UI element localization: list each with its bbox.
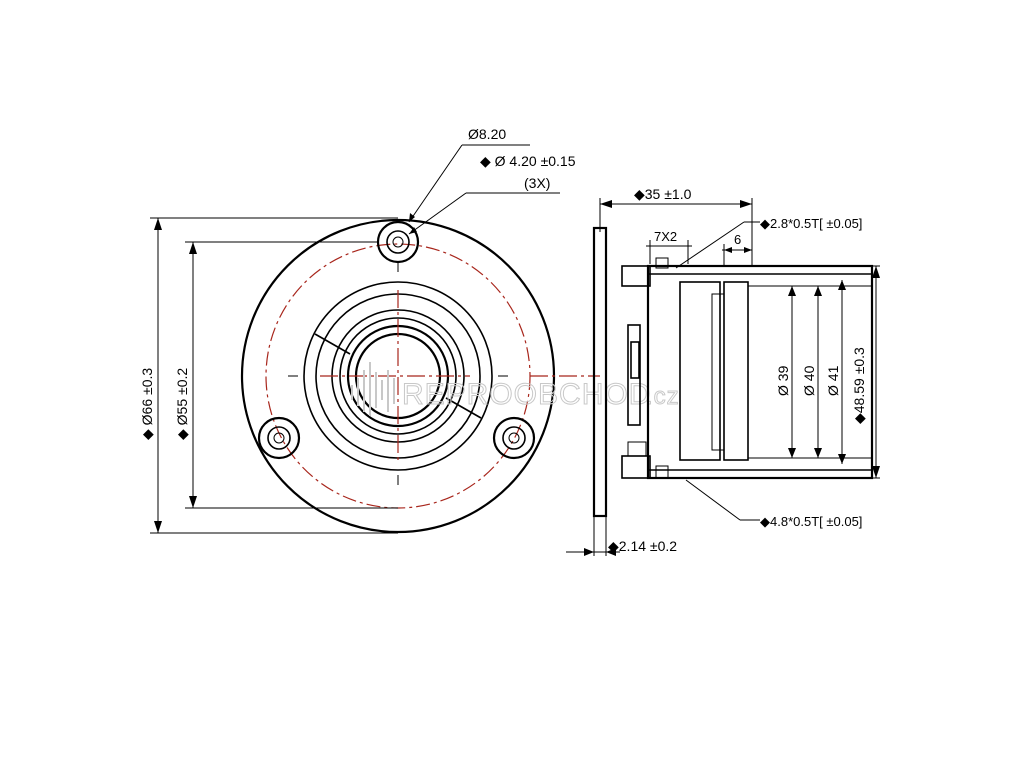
side-body bbox=[646, 264, 874, 480]
watermark-text: REPROOBCHOD bbox=[402, 378, 651, 411]
ring-4 bbox=[339, 317, 457, 435]
terminal-top-label: ◆2.8*0.5T[ ±0.05] bbox=[760, 216, 862, 231]
bolt-circle-diameter-label: ◆ Ø55 ±0.2 bbox=[174, 368, 190, 440]
terminal-bottom-label: ◆4.8*0.5T[ ±0.05] bbox=[760, 514, 862, 529]
mount-hole-left bbox=[257, 416, 301, 460]
dia-39-label: Ø 39 bbox=[775, 365, 791, 396]
side-view: ◆35 ±1.0 ◆2.8*0.5T[ ±0.05] 7X2 6 ◆4.8*0.… bbox=[566, 186, 880, 556]
bolt-hole-diameter-label: Ø8.20 bbox=[468, 126, 506, 142]
dia-41-label: Ø 41 bbox=[825, 365, 841, 396]
depth-label: ◆35 ±1.0 bbox=[634, 186, 692, 202]
mount-hole-right bbox=[492, 416, 536, 460]
outer-diameter-label: ◆ Ø66 ±0.3 bbox=[139, 368, 155, 440]
mount-hole-count: (3X) bbox=[524, 175, 550, 191]
mount-hole-label: ◆ Ø 4.20 ±0.15 bbox=[480, 153, 576, 169]
dia-40-label: Ø 40 bbox=[801, 365, 817, 396]
body-height-label: ◆48.59 ±0.3 bbox=[851, 347, 867, 424]
slot-width-label: 6 bbox=[734, 232, 741, 247]
watermark: REPROOBCHOD .cz bbox=[351, 362, 680, 416]
flange-thickness-label: ◆2.14 ±0.2 bbox=[608, 538, 677, 554]
flange-plate bbox=[592, 226, 608, 518]
mount-hole-top bbox=[376, 220, 420, 264]
bolt-circle bbox=[265, 243, 531, 509]
ring-1 bbox=[303, 281, 493, 471]
front-view: Ø8.20 ◆ Ø 4.20 ±0.15 (3X) ◆ Ø66 ±0.3 ◆ Ø… bbox=[139, 126, 600, 534]
watermark-suffix: .cz bbox=[646, 383, 680, 410]
slot-pitch-label: 7X2 bbox=[654, 229, 677, 244]
watermark-logo-icon bbox=[351, 362, 395, 416]
